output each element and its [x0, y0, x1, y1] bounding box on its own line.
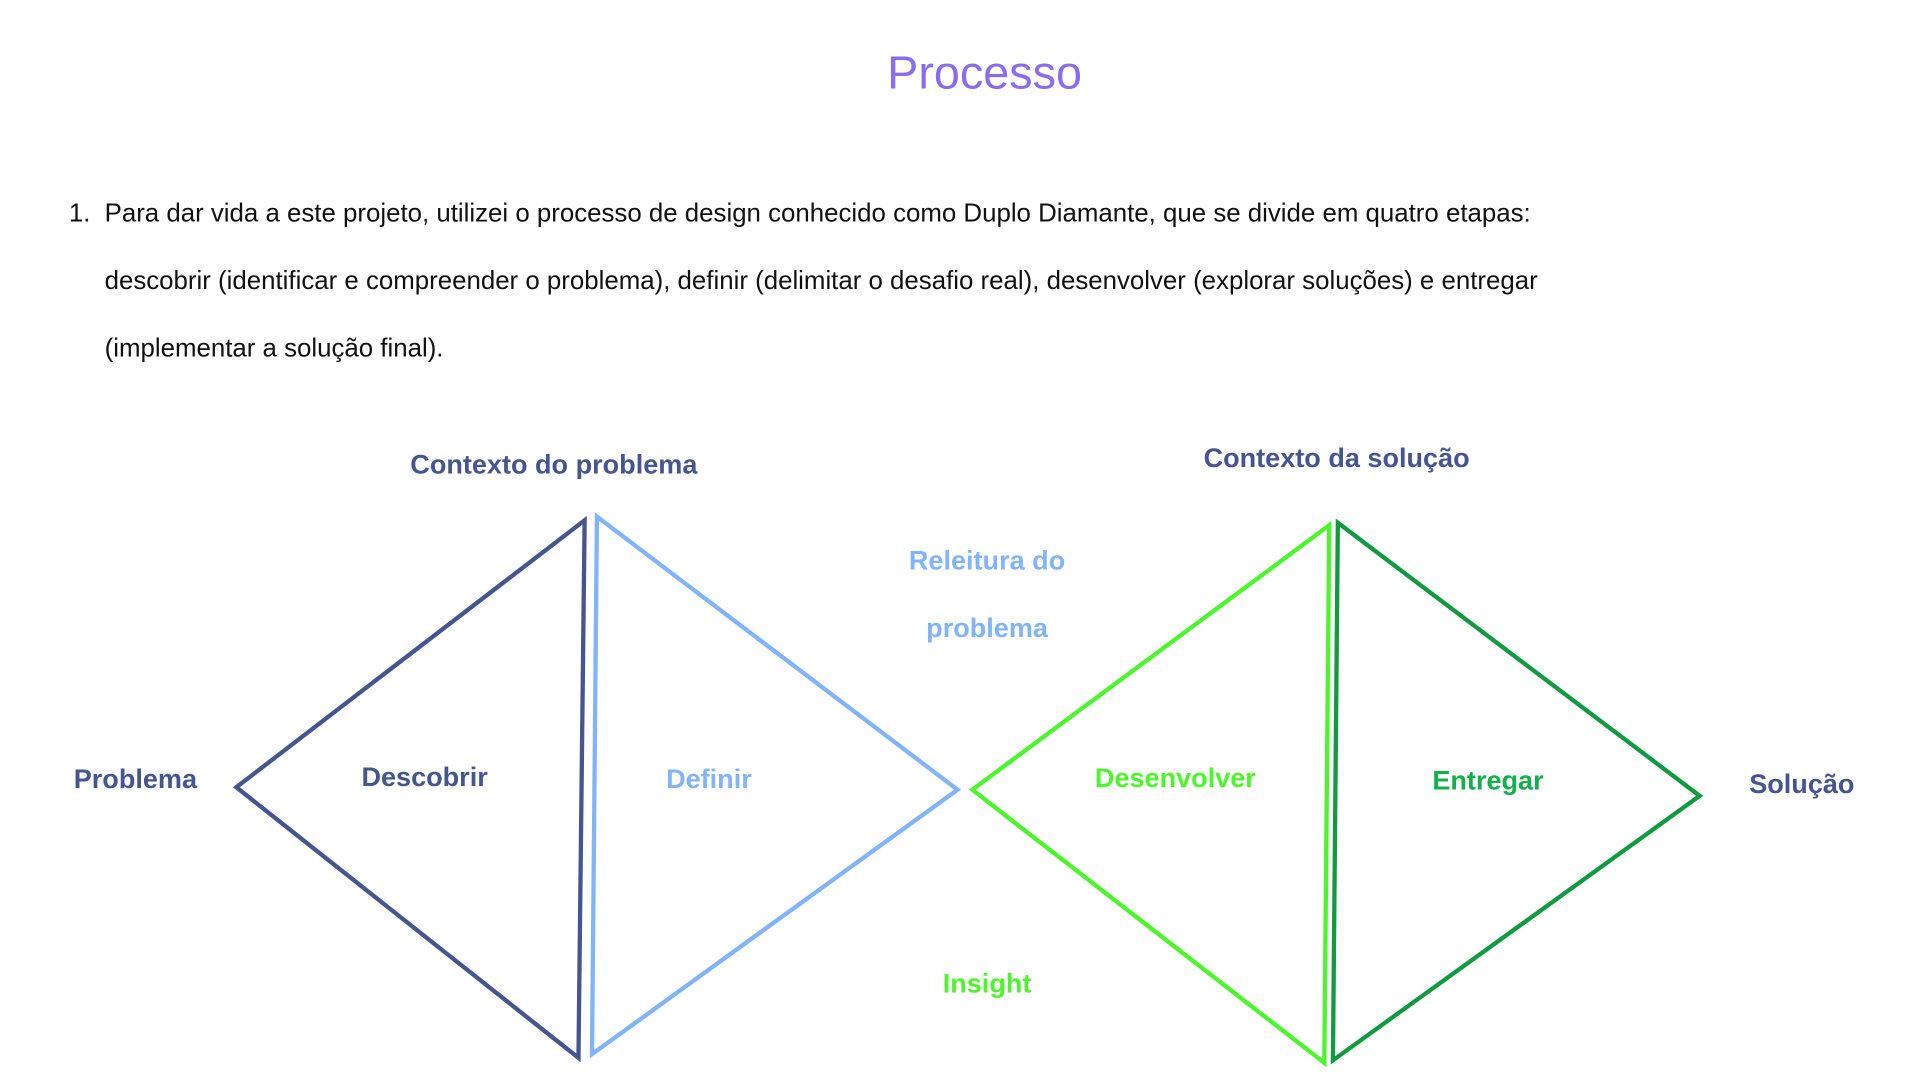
paragraph-line-1: Para dar vida a este projeto, utilizei o…	[105, 199, 1531, 227]
stage-deliver: Entregar	[1432, 765, 1544, 795]
define-triangle	[589, 512, 962, 1059]
label-problem-context: Contexto do problema	[410, 449, 698, 479]
develop-triangle	[968, 520, 1332, 1068]
label-problem: Problema	[74, 764, 198, 794]
stage-define: Definir	[666, 764, 752, 794]
stage-develop: Desenvolver	[1095, 763, 1256, 793]
label-solution: Solução	[1749, 769, 1854, 799]
paragraph-line-3: (implementar a solução final).	[105, 335, 444, 363]
intro-paragraph: 1. Para dar vida a este projeto, utilize…	[69, 199, 1538, 362]
label-solution-context: Contexto da solução	[1204, 443, 1470, 473]
label-reframe-line-2: problema	[926, 613, 1049, 643]
paragraph-line-2: descobrir (identificar e compreender o p…	[105, 267, 1538, 295]
deliver-triangle	[1330, 518, 1704, 1065]
discover-triangle	[232, 515, 587, 1063]
page-title: Processo	[887, 47, 1082, 99]
label-insight: Insight	[943, 968, 1032, 998]
stage-discover: Descobrir	[361, 762, 488, 792]
list-number: 1.	[69, 199, 91, 227]
double-diamond-diagram	[232, 512, 1704, 1068]
label-reframe-line-1: Releitura do	[909, 545, 1065, 575]
